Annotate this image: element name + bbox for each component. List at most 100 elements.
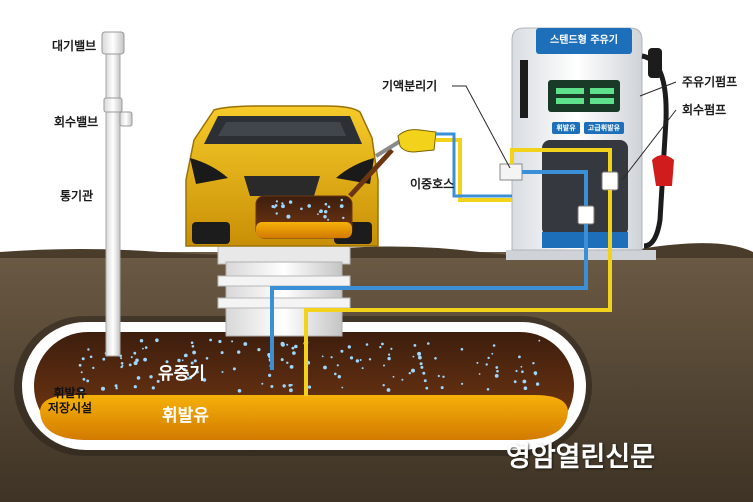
dispenser-tag-left: 휘발유 xyxy=(556,124,576,132)
vapor-bubble xyxy=(460,348,464,351)
vapor-bubble xyxy=(220,351,224,355)
vapor-bubble xyxy=(381,342,384,346)
vapor-bubble xyxy=(379,346,382,349)
vapor-bubble xyxy=(120,357,123,360)
vapor-bubble xyxy=(387,356,391,361)
vapor-bubble xyxy=(341,386,344,389)
vapor-bubble xyxy=(492,344,496,347)
leader-fuel-pump xyxy=(639,81,677,97)
vapor-bubble xyxy=(349,356,354,360)
vapor-bubble xyxy=(518,355,521,359)
vapor-bubble xyxy=(337,375,341,379)
vapor-bubble xyxy=(128,363,132,367)
vapor-bubble xyxy=(257,348,261,352)
dispenser-title: 스텐드형 주유기 xyxy=(550,35,618,46)
car-tank-bubbles xyxy=(271,198,345,221)
leader-vapor-separator xyxy=(452,85,511,169)
vapor-bubble xyxy=(273,206,276,209)
vapor-bubble xyxy=(156,379,160,383)
vapor-bubble xyxy=(392,375,395,378)
vapor-bubble xyxy=(268,373,272,377)
watermark: 영암열린신문 xyxy=(506,442,656,473)
fuel-tank-liquid xyxy=(256,222,352,238)
vapor-bubble xyxy=(382,384,385,387)
vapor-bubble xyxy=(133,351,137,355)
vapor-bubble xyxy=(355,359,360,363)
vapor-bubble xyxy=(196,370,199,374)
vapor-bubble xyxy=(135,358,139,363)
vapor-bubble xyxy=(205,357,209,360)
vapor-bubble xyxy=(487,356,490,360)
vapor-bubble xyxy=(440,386,444,390)
vapor-bubble xyxy=(425,386,429,390)
vapor-bubble xyxy=(136,376,141,380)
vapor-bubble xyxy=(383,364,385,367)
vapor-bubble xyxy=(361,367,364,370)
vapor-bubble xyxy=(286,214,291,219)
vapor-bubble xyxy=(388,353,391,356)
vapor-bubble xyxy=(538,339,541,342)
vapor-bubble xyxy=(209,338,213,342)
vapor-bubble xyxy=(80,389,84,393)
fuel-pump-box xyxy=(601,171,619,191)
fuel-line-upper xyxy=(510,148,612,176)
vapor-bubble xyxy=(185,377,189,380)
vapor-bubble xyxy=(142,347,144,350)
vapor-bubble xyxy=(221,371,224,373)
label-tank-storage: 휘발유 저장시설 xyxy=(47,386,93,415)
vapor-bubble xyxy=(155,338,159,343)
vapor-bubble xyxy=(192,350,197,355)
dispenser xyxy=(506,27,674,260)
vapor-bubble xyxy=(115,387,118,390)
vapor-bubble xyxy=(368,358,372,361)
label-vent-pipe: 통기관 xyxy=(60,189,94,203)
vapor-bubble xyxy=(491,352,494,355)
vapor-bubble xyxy=(183,354,187,358)
vapor-bubble xyxy=(437,374,440,378)
vapor-bubble xyxy=(243,342,248,346)
vapor-bubble xyxy=(521,370,524,374)
vapor-bubble xyxy=(417,351,422,356)
vapor-bubble xyxy=(286,361,289,364)
vapor-bubble xyxy=(327,205,331,209)
vapor-bubble xyxy=(182,367,186,371)
vapor-bubble xyxy=(231,340,234,343)
vapor-bubble xyxy=(82,377,86,381)
gasoline-liquid xyxy=(40,395,568,440)
vapor-bubble xyxy=(202,378,207,382)
vapor-bubble xyxy=(486,388,490,391)
vapor-bubble xyxy=(181,359,184,362)
vapor-bubble xyxy=(121,364,124,367)
vapor-bubble xyxy=(307,204,312,208)
vapor-bubble xyxy=(513,380,517,384)
vapor-bubble xyxy=(307,385,312,389)
label-vapor-separator: 기액분리기 xyxy=(382,79,438,93)
vapor-bubble xyxy=(485,363,488,366)
vapor-bubble xyxy=(420,365,424,369)
vapor-bubble xyxy=(139,339,144,343)
vapor-bubble xyxy=(461,382,464,385)
vapor-bubble xyxy=(413,344,417,347)
vapor-bubble xyxy=(78,363,82,367)
vapor-bubble xyxy=(476,361,479,364)
vapor-bubble xyxy=(339,204,344,209)
vapor-bubble xyxy=(342,216,345,220)
vapor-bubble xyxy=(281,204,285,209)
vapor-bubble xyxy=(81,357,85,361)
vapor-bubble xyxy=(282,384,286,388)
dispenser-tag-right: 고급휘발유 xyxy=(587,124,621,132)
vapor-bubble xyxy=(520,365,523,368)
dispenser-display xyxy=(548,80,620,112)
vapor-bubble xyxy=(411,368,415,373)
vapor-bubble xyxy=(261,382,264,385)
vapor-bubble xyxy=(92,366,95,370)
vapor-bubble xyxy=(390,347,393,350)
headlight-left xyxy=(190,158,228,184)
vapor-bubble xyxy=(133,385,137,389)
vapor-bubble xyxy=(133,361,138,366)
label-recovery-valve: 회수밸브 xyxy=(54,115,99,129)
vapor-bubble xyxy=(534,373,537,376)
vapor-bubble xyxy=(218,339,222,344)
vapor-bubble xyxy=(423,379,427,383)
